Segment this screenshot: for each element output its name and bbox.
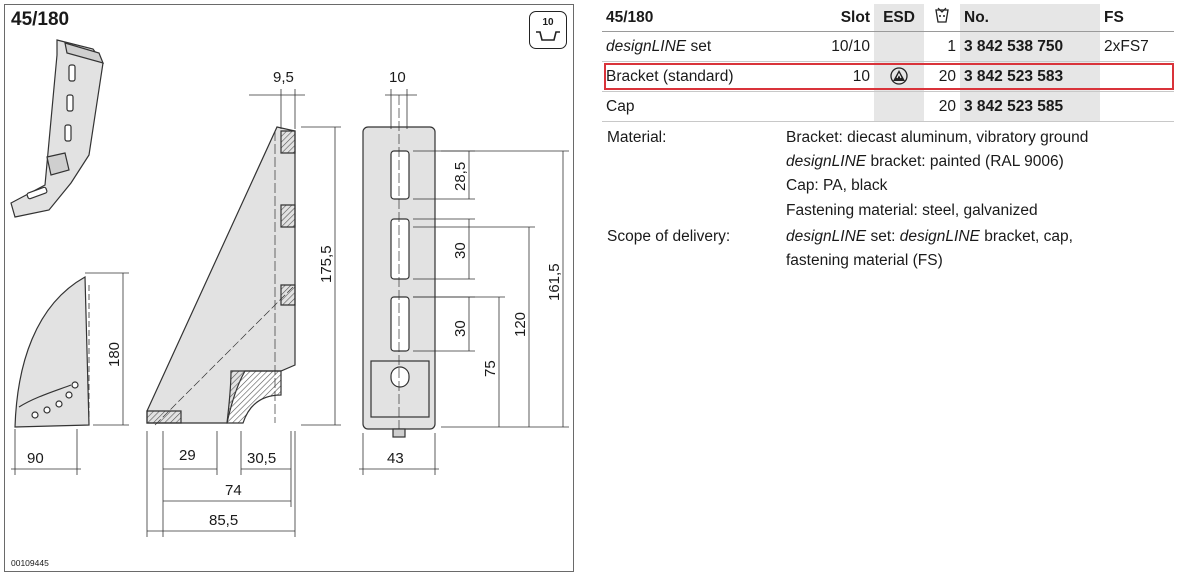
drawing-panel: 45/180 10 bbox=[4, 4, 574, 572]
front-view-bracket bbox=[362, 95, 436, 438]
package-quantity-icon: 10 bbox=[529, 11, 567, 49]
table-row: Cap 20 3 842 523 585 bbox=[602, 91, 1174, 122]
material-line: Bracket: diecast aluminum, vibratory gro… bbox=[786, 129, 1089, 146]
row-name-italic: designLINE bbox=[606, 37, 687, 55]
dim-9-5: 9,5 bbox=[273, 69, 294, 86]
dim-175-5: 175,5 bbox=[318, 245, 335, 283]
material-label: Material: bbox=[607, 129, 667, 146]
isometric-bracket-view bbox=[10, 39, 105, 218]
material-line-italic: designLINE bbox=[786, 153, 867, 171]
header-esd: ESD bbox=[874, 4, 924, 32]
row-name-rest: set bbox=[686, 37, 712, 55]
header-package bbox=[924, 4, 960, 32]
parts-table: 45/180 Slot ESD No. FS designLINE set 10… bbox=[602, 4, 1174, 122]
esd-icon bbox=[890, 67, 908, 86]
material-line: Cap: PA, black bbox=[786, 177, 888, 195]
row-qty: 1 bbox=[924, 31, 960, 62]
drawing-code: 00109445 bbox=[11, 558, 49, 568]
material-value: Bracket: diecast aluminum, vibratory gro… bbox=[786, 126, 1088, 223]
dim-120: 120 bbox=[512, 312, 529, 337]
scope-italic: designLINE bbox=[786, 227, 867, 245]
dimension-lines bbox=[11, 89, 569, 537]
scope-value: designLINE set: designLINE bracket, cap,… bbox=[786, 225, 1073, 273]
dim-90: 90 bbox=[27, 450, 44, 467]
dim-75: 75 bbox=[482, 360, 499, 377]
row-esd bbox=[874, 61, 924, 92]
box-icon bbox=[536, 31, 560, 41]
dim-28-5: 28,5 bbox=[452, 162, 469, 191]
panel-title: 45/180 bbox=[11, 9, 70, 30]
specifications: Material: Bracket: diecast aluminum, vib… bbox=[607, 126, 1088, 273]
row-slot bbox=[798, 91, 874, 122]
table-header-row: 45/180 Slot ESD No. FS bbox=[602, 4, 1174, 32]
dim-29: 29 bbox=[179, 447, 196, 464]
header-fs: FS bbox=[1100, 4, 1174, 32]
header-slot: Slot bbox=[798, 4, 874, 32]
cap-view bbox=[14, 275, 90, 428]
scope-italic: designLINE bbox=[899, 227, 980, 245]
side-view-bracket bbox=[146, 126, 296, 426]
material-line: Fastening material: steel, galvanized bbox=[786, 201, 1038, 219]
row-slot: 10/10 bbox=[798, 31, 874, 62]
dim-30-a: 30 bbox=[452, 242, 469, 259]
dim-30-b: 30 bbox=[452, 320, 469, 337]
material-line-rest: bracket: painted (RAL 9006) bbox=[866, 153, 1064, 171]
table-row: Bracket (standard) 10 20 3 842 523 583 bbox=[602, 61, 1174, 92]
row-qty: 20 bbox=[924, 61, 960, 92]
scope-rest: bracket, cap, bbox=[979, 227, 1073, 245]
dim-161-5: 161,5 bbox=[546, 263, 563, 301]
package-icon bbox=[935, 7, 949, 23]
dim-10: 10 bbox=[389, 69, 406, 86]
table-row: designLINE set 10/10 1 3 842 538 750 2xF… bbox=[602, 31, 1174, 62]
material-line: designLINE bracket: painted (RAL 9006) bbox=[786, 150, 1088, 174]
row-name: designLINE set bbox=[602, 31, 798, 62]
header-name: 45/180 bbox=[602, 4, 798, 32]
scope-line: fastening material (FS) bbox=[786, 252, 943, 270]
row-fs: 2xFS7 bbox=[1100, 31, 1174, 62]
dim-85-5: 85,5 bbox=[209, 512, 238, 529]
technical-drawing: 9,5 10 175,5 28,5 30 30 75 120 161,5 180… bbox=[10, 39, 569, 537]
row-fs bbox=[1100, 91, 1174, 122]
row-esd bbox=[874, 91, 924, 122]
row-fs bbox=[1100, 61, 1174, 92]
package-quantity: 10 bbox=[542, 17, 554, 28]
row-part-number: 3 842 523 585 bbox=[960, 91, 1100, 122]
row-name: Bracket (standard) bbox=[602, 61, 798, 92]
scope-line: designLINE set: designLINE bracket, cap, bbox=[786, 225, 1073, 249]
material-row: Material: Bracket: diecast aluminum, vib… bbox=[607, 126, 1088, 223]
row-qty: 20 bbox=[924, 91, 960, 122]
row-esd bbox=[874, 31, 924, 62]
scope-mid: set: bbox=[866, 227, 900, 245]
header-number: No. bbox=[960, 4, 1100, 32]
dim-74: 74 bbox=[225, 482, 242, 499]
row-part-number: 3 842 523 583 bbox=[960, 61, 1100, 92]
row-slot: 10 bbox=[798, 61, 874, 92]
dim-43: 43 bbox=[387, 450, 404, 467]
dim-180: 180 bbox=[106, 342, 123, 367]
dim-30-5: 30,5 bbox=[247, 450, 276, 467]
row-name: Cap bbox=[602, 91, 798, 122]
scope-label: Scope of delivery: bbox=[607, 227, 731, 245]
row-part-number: 3 842 538 750 bbox=[960, 31, 1100, 62]
scope-row: Scope of delivery: designLINE set: desig… bbox=[607, 225, 1088, 273]
